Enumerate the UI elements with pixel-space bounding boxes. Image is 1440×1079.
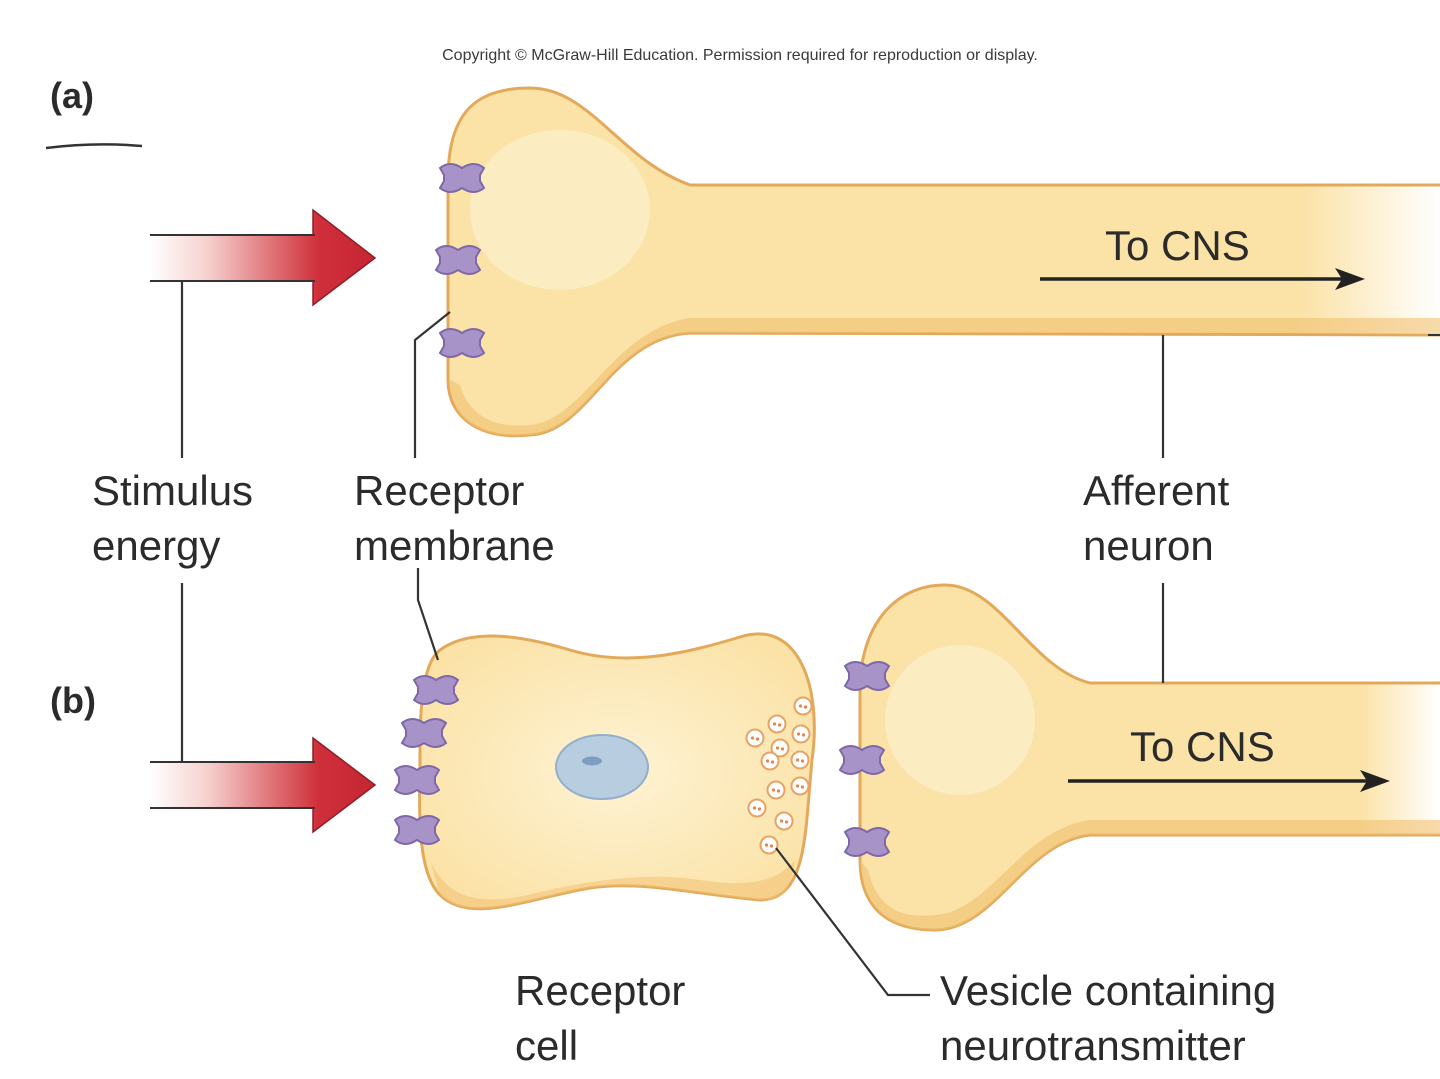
panel-a-underline <box>45 143 143 150</box>
ion-channel-icon <box>401 718 447 748</box>
label-afferent-line2: neuron <box>1083 522 1214 569</box>
receptor-cell-underside <box>430 860 795 909</box>
label-receptor-membrane-line1: Receptor <box>354 467 524 514</box>
label-stimulus-line2: energy <box>92 522 220 569</box>
neuron-b-underside-shadow <box>860 820 1440 930</box>
ion-channel-icon <box>394 815 440 845</box>
vesicle-icon <box>747 798 767 818</box>
vesicle-icon <box>745 728 765 748</box>
label-vesicle-line1: Vesicle containing <box>940 967 1276 1014</box>
neuron-a-underside-shadow <box>450 318 1440 436</box>
vesicle-icon <box>774 811 794 831</box>
vesicle-icon <box>759 835 779 855</box>
ion-channel-icon <box>439 163 485 193</box>
copyright-notice: Copyright © McGraw-Hill Education. Permi… <box>442 47 1038 64</box>
ion-channel-icon <box>839 745 885 775</box>
stimulus-arrow-b <box>150 736 377 834</box>
neuron-b <box>858 583 1440 932</box>
ion-channel-icon <box>394 765 440 795</box>
ion-channel-icon <box>413 675 459 705</box>
vesicle-icon <box>793 696 813 716</box>
ion-channel-icon <box>439 328 485 358</box>
ion-channel-icon <box>844 827 890 857</box>
neuron-a-ending-shape <box>448 88 1440 436</box>
label-receptor-cell-line1: Receptor <box>515 967 685 1014</box>
neuron-a <box>446 86 1440 438</box>
label-receptor-membrane-line2: membrane <box>354 522 555 569</box>
label-stimulus-line1: Stimulus <box>92 467 253 514</box>
vesicle-icon <box>790 750 810 770</box>
nucleus <box>555 734 649 800</box>
label-receptor-membrane: Receptor membrane <box>354 467 555 569</box>
to-cns-label-a: To CNS <box>1105 222 1250 269</box>
panel-a-label: (a) <box>50 75 94 116</box>
stimulus-arrow-a <box>150 208 377 307</box>
label-receptor-cell: Receptor cell <box>515 967 697 1069</box>
label-vesicle-line2: neurotransmitter <box>940 1022 1246 1069</box>
vesicle-icon <box>766 780 786 800</box>
label-afferent-line1: Afferent <box>1083 467 1230 514</box>
label-stimulus-energy: Stimulus energy <box>92 467 265 569</box>
receptor-cell <box>418 632 816 911</box>
neuron-a-highlight <box>470 130 650 290</box>
vesicle-icon <box>791 724 811 744</box>
to-cns-arrow-b <box>1068 770 1390 792</box>
ion-channel-icon <box>844 661 890 691</box>
label-receptor-cell-line2: cell <box>515 1022 578 1069</box>
to-cns-label-b: To CNS <box>1130 723 1275 770</box>
nucleolus <box>582 756 602 766</box>
leader-lines <box>180 281 1165 997</box>
vesicle-icon <box>790 776 810 796</box>
neuron-b-highlight <box>885 645 1035 795</box>
panel-b-label: (b) <box>50 680 96 721</box>
vesicle-icon <box>760 751 780 771</box>
ion-channel-icon <box>435 245 481 275</box>
label-vesicle: Vesicle containing neurotransmitter <box>940 967 1288 1069</box>
label-afferent-neuron: Afferent neuron <box>1083 467 1241 569</box>
to-cns-arrow-a <box>1040 268 1365 290</box>
vesicle-icon <box>767 714 787 734</box>
